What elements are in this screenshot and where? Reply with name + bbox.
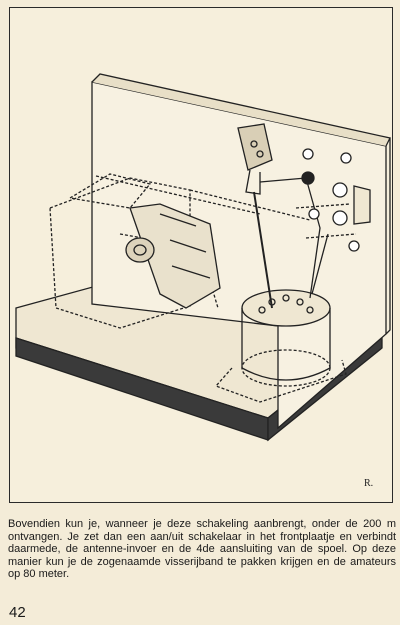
radio-chassis-illustration bbox=[15, 73, 391, 442]
illustrator-signature: R. bbox=[364, 478, 374, 489]
caption-paragraph: Bovendien kun je, wanneer je deze schake… bbox=[8, 518, 396, 580]
illustration-frame: R. bbox=[9, 7, 393, 503]
page-number: 42 bbox=[9, 604, 26, 621]
